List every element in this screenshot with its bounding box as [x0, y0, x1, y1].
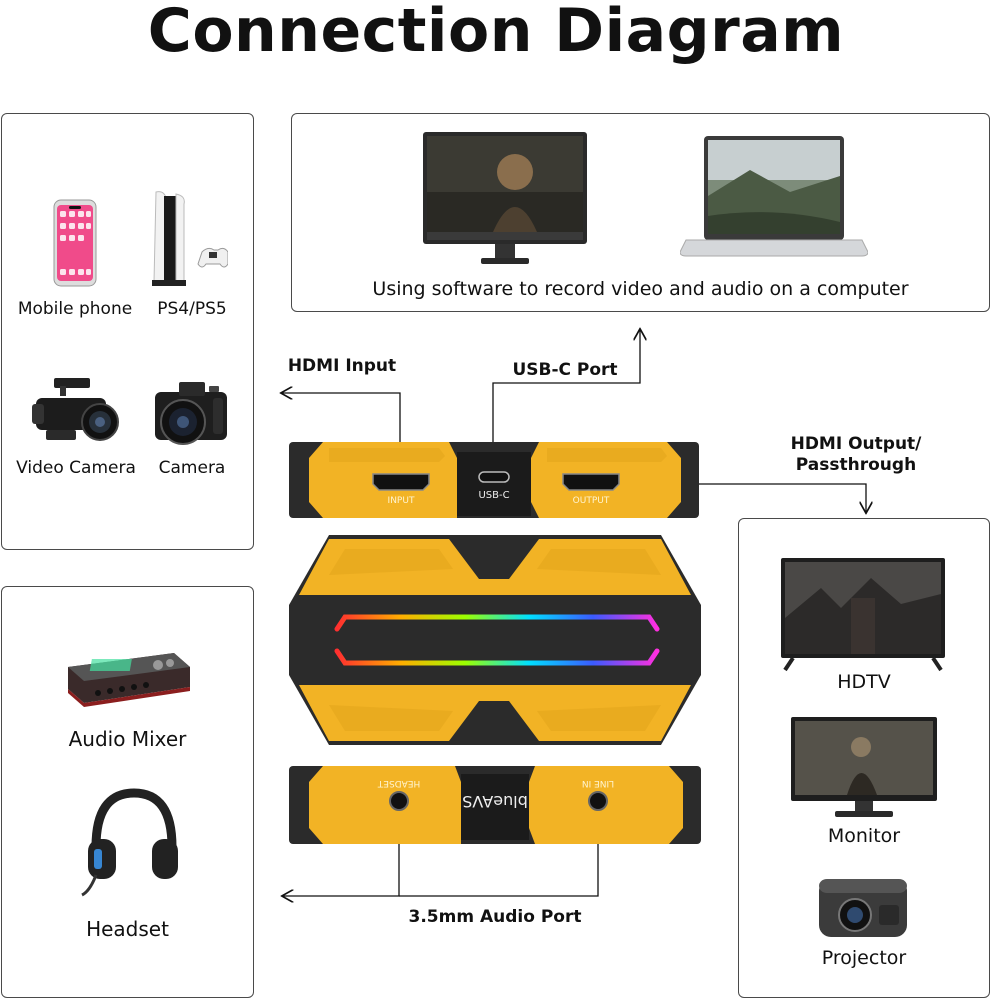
- camera-icon: [153, 378, 229, 454]
- port-headset-label: HEADSET: [377, 778, 421, 788]
- audio-devices-panel: Audio Mixer Headset: [1, 586, 254, 998]
- device-bottom-view: HEADSET blueAVS LINE IN: [289, 764, 701, 850]
- projector-icon: [815, 871, 911, 945]
- camera-label: Camera: [158, 458, 226, 478]
- hdmi-output-label: HDMI Output/ Passthrough: [790, 434, 922, 475]
- monitor-icon: [791, 717, 937, 823]
- hdmi-input-label: HDMI Input: [287, 356, 397, 376]
- device-top-view: INPUT USB-C OUTPUT: [289, 438, 699, 524]
- device-front-view: [289, 535, 701, 749]
- mobile-phone-label: Mobile phone: [17, 299, 133, 319]
- audio-mixer-icon: [64, 647, 192, 711]
- headset-icon: [80, 787, 180, 903]
- audio-port-label: 3.5mm Audio Port: [408, 907, 582, 927]
- headset-label: Headset: [86, 917, 169, 941]
- mobile-phone-icon: [53, 199, 97, 291]
- hdtv-icon: [781, 558, 945, 678]
- input-devices-panel: Mobile phone PS4/PS5 Video Camera: [1, 113, 254, 550]
- brand-label: blueAVS: [462, 792, 528, 811]
- video-camera-icon: [30, 376, 122, 452]
- usbc-port-label: USB-C Port: [512, 360, 618, 380]
- port-linein-label: LINE IN: [581, 778, 615, 788]
- audio-mixer-label: Audio Mixer: [68, 727, 187, 751]
- desktop-monitor-icon: [423, 132, 587, 271]
- playstation-icon: [148, 190, 229, 294]
- video-camera-label: Video Camera: [16, 458, 136, 478]
- output-devices-panel: HDTV Monitor Projector: [738, 518, 990, 998]
- laptop-icon: [679, 136, 869, 272]
- port-output-label: OUTPUT: [572, 496, 610, 506]
- monitor-label: Monitor: [827, 825, 901, 847]
- computer-panel: Using software to record video and audio…: [291, 113, 990, 312]
- computer-caption: Using software to record video and audio…: [372, 278, 909, 300]
- usbc-line: [492, 330, 640, 457]
- page-title: Connection Diagram: [147, 0, 845, 66]
- ps-label: PS4/PS5: [157, 299, 227, 319]
- port-input-label: INPUT: [387, 496, 415, 506]
- hdtv-label: HDTV: [837, 671, 891, 693]
- projector-label: Projector: [821, 947, 907, 969]
- port-usbc-label: USB-C: [478, 490, 510, 501]
